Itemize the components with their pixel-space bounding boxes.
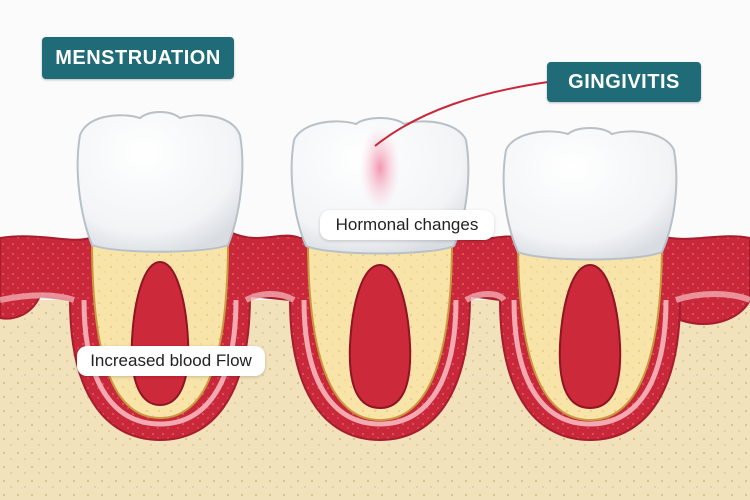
socket-lining-3 xyxy=(511,299,669,427)
hormonal-changes-note: Hormonal changes xyxy=(320,210,494,240)
menstruation-label: MENSTRUATION xyxy=(42,37,234,79)
inflammation-spot xyxy=(360,126,400,210)
tooth-right xyxy=(502,127,678,422)
socket-lining-2 xyxy=(301,299,459,427)
leader-line xyxy=(374,81,549,147)
pulp-2 xyxy=(348,263,412,410)
gum-inner-line xyxy=(0,291,750,303)
gingivitis-label: GINGIVITIS xyxy=(547,62,701,102)
crown-3 xyxy=(502,127,678,261)
crown-1 xyxy=(76,111,244,253)
pulp-3 xyxy=(558,263,622,410)
tooth-middle xyxy=(290,117,470,422)
increased-blood-flow-note: Increased blood Flow xyxy=(77,346,265,376)
